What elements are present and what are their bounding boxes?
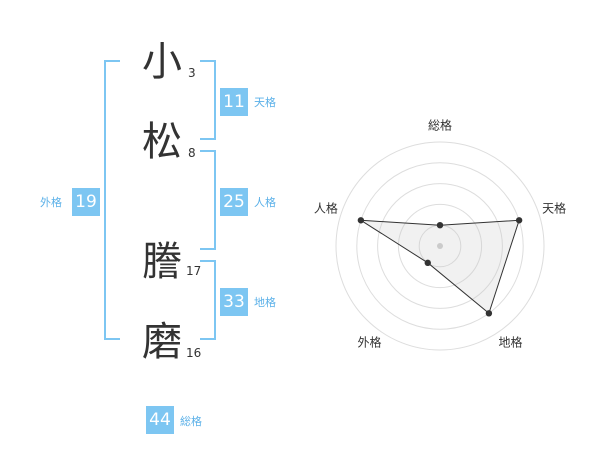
name-char-2: 松 xyxy=(142,119,182,165)
radar-shape xyxy=(360,219,520,315)
tenkaku-bracket xyxy=(200,60,216,140)
tenkaku-value: 11 xyxy=(220,88,248,116)
stroke-count-1: 3 xyxy=(188,66,196,80)
soukaku-value: 44 xyxy=(146,406,174,434)
tenkaku-label: 天格 xyxy=(254,96,276,109)
chikaku-value: 33 xyxy=(220,288,248,316)
name-char-3: 謄 xyxy=(142,239,182,285)
radar-axis-label-5: 人格 xyxy=(314,200,338,215)
radar-axis-label-3: 地格 xyxy=(499,335,523,350)
radar-ring-5 xyxy=(335,141,545,351)
radar-ring-3 xyxy=(377,183,503,309)
gaikaku-bracket xyxy=(104,60,120,340)
radar-point-1 xyxy=(436,222,444,229)
stroke-count-2: 8 xyxy=(188,146,196,160)
radar-ring-2 xyxy=(397,203,483,289)
name-char-4: 磨 xyxy=(142,319,182,365)
radar-point-2 xyxy=(515,217,523,224)
jinkaku-bracket xyxy=(200,150,216,250)
radar-axis-label-1: 総格 xyxy=(428,118,452,133)
jinkaku-value: 25 xyxy=(220,188,248,216)
radar-point-3 xyxy=(485,310,493,317)
radar-axis-label-2: 天格 xyxy=(542,200,566,215)
radar-center-dot xyxy=(437,243,443,249)
stroke-count-3: 17 xyxy=(186,264,202,278)
chikaku-label: 地格 xyxy=(254,296,276,309)
radar-point-4 xyxy=(424,259,431,267)
name-char-1: 小 xyxy=(142,39,182,85)
soukaku-label: 総格 xyxy=(180,415,202,428)
gaikaku-value: 19 xyxy=(72,188,100,216)
jinkaku-label: 人格 xyxy=(254,196,276,209)
radar-axis-label-4: 外格 xyxy=(357,335,381,350)
radar-point-5 xyxy=(357,217,365,224)
stroke-count-4: 16 xyxy=(186,346,202,360)
chikaku-bracket xyxy=(200,260,216,340)
gaikaku-label: 外格 xyxy=(40,196,62,209)
radar-ring-4 xyxy=(356,162,524,330)
